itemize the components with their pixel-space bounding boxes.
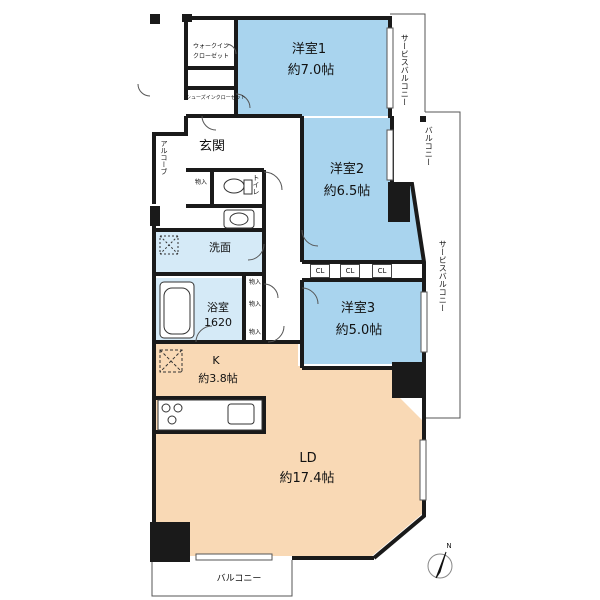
pillars [150, 14, 426, 562]
western-room-3-name: 洋室3 [340, 301, 376, 316]
windows [195, 27, 428, 561]
western-room-3-size: 約5.0帖 [335, 323, 383, 338]
storage-label-corridor-3: 物入 [248, 329, 261, 336]
ld-size: 約17.4帖 [279, 471, 335, 486]
closet-label-2: CL [340, 264, 360, 278]
storage-label-corridor-1: 物入 [248, 279, 261, 286]
service-balcony-right-label: サービスバルコニー [438, 240, 448, 312]
compass-arrow [427, 551, 453, 579]
balcony-outlines [151, 13, 461, 597]
compass-north-label: N [446, 542, 452, 550]
ld-area [156, 342, 422, 556]
kitchen-fixtures [157, 349, 263, 431]
western-room-2-area [304, 118, 422, 260]
closet-label-3: CL [372, 264, 392, 278]
entrance-name: 玄関 [198, 139, 225, 154]
western-room-2-name: 洋室2 [329, 162, 365, 177]
service-balcony-top-label: サービスバルコニー [400, 34, 410, 106]
kitchen-name: K [212, 354, 220, 367]
door-swings [137, 43, 319, 343]
western-room-1-name: 洋室1 [291, 42, 327, 57]
walkin-closet-name-1: ウォークイン [192, 43, 229, 50]
shoe-closet-name: シューズインクローゼット [186, 95, 246, 101]
kitchen-size: 約3.8帖 [198, 372, 238, 385]
western-room-1-area [236, 20, 390, 116]
washroom-area [156, 230, 264, 274]
washroom-name: 洗面 [209, 241, 231, 254]
toilet-name: トイレ [252, 174, 261, 195]
ld-name: LD [299, 451, 317, 466]
closet-label-1: CL [310, 264, 330, 278]
balcony-bottom-label: バルコニー [216, 574, 262, 584]
bath-size: 1620 [204, 316, 232, 329]
bath-name: 浴室 [207, 301, 229, 314]
storage-label-corridor-2: 物入 [248, 301, 261, 308]
western-room-1-size: 約7.0帖 [287, 63, 335, 78]
alcove-label: アルコーブ [160, 140, 169, 175]
western-room-2-size: 約6.5帖 [323, 184, 371, 199]
wet-fixtures [159, 178, 255, 339]
walkin-closet-name-2: クローゼット [192, 53, 229, 60]
western-room-3-area [304, 282, 422, 364]
balcony-right-label: バルコニー [424, 126, 434, 166]
storage-label-entrance: 物入 [194, 179, 207, 186]
